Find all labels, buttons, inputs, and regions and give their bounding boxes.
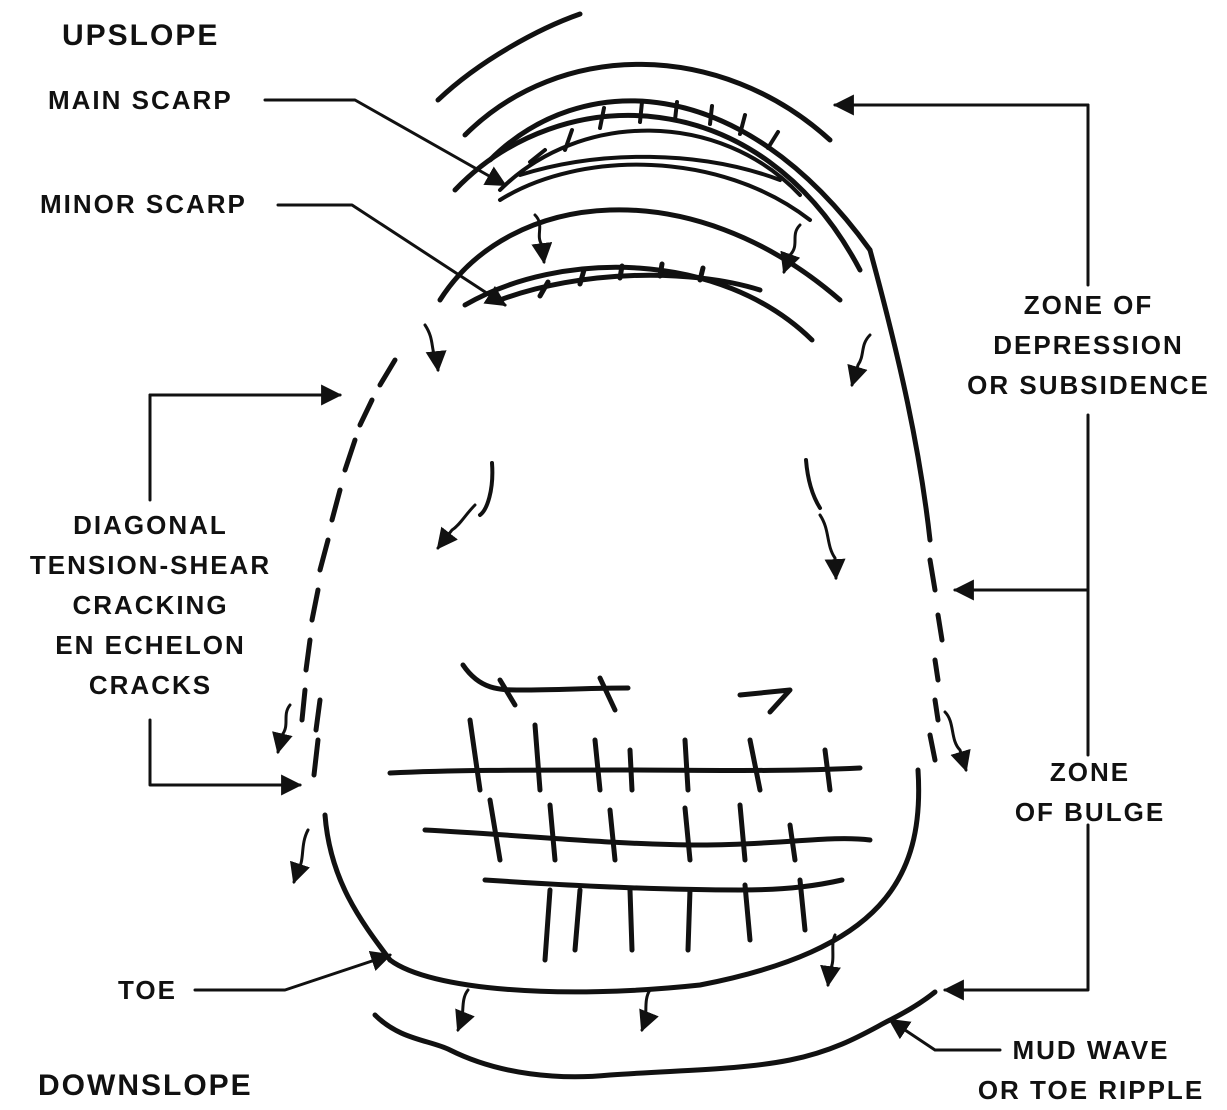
diagonal-line-3: CRACKING [8,585,293,625]
upslope-label: UPSLOPE [62,16,219,56]
minor-scarp-label: MINOR SCARP [40,184,247,224]
depression-line-2: DEPRESSION [950,325,1227,365]
zone-bulge-label: ZONE OF BULGE [990,752,1190,832]
bulge-line-2: OF BULGE [990,792,1190,832]
outer-arcs [438,14,870,270]
diagonal-cracking-label: DIAGONAL TENSION-SHEAR CRACKING EN ECHEL… [8,505,293,705]
diagonal-line-4: EN ECHELON [8,625,293,665]
diagonal-line-2: TENSION-SHEAR [8,545,293,585]
diagonal-line-1: DIAGONAL [8,505,293,545]
mud-wave [375,992,935,1077]
crack-lenses [480,460,820,515]
mud-wave-line-2: OR TOE RIPPLE [960,1070,1222,1110]
movement-arrows [278,215,966,1030]
depression-line-1: ZONE OF [950,285,1227,325]
mud-wave-label: MUD WAVE OR TOE RIPPLE [960,1030,1222,1110]
main-scarp-label: MAIN SCARP [48,80,233,120]
diagonal-line-5: CRACKS [8,665,293,705]
toe-outline [325,815,390,960]
bulge-line-1: ZONE [990,752,1190,792]
minor-scarp [440,210,840,340]
toe-label: TOE [118,970,177,1010]
depression-line-3: OR SUBSIDENCE [950,365,1227,405]
zone-depression-label: ZONE OF DEPRESSION OR SUBSIDENCE [950,285,1227,405]
mud-wave-line-1: MUD WAVE [960,1030,1222,1070]
left-flank [302,360,395,775]
tension-cracks [390,665,870,960]
downslope-label: DOWNSLOPE [38,1066,253,1106]
